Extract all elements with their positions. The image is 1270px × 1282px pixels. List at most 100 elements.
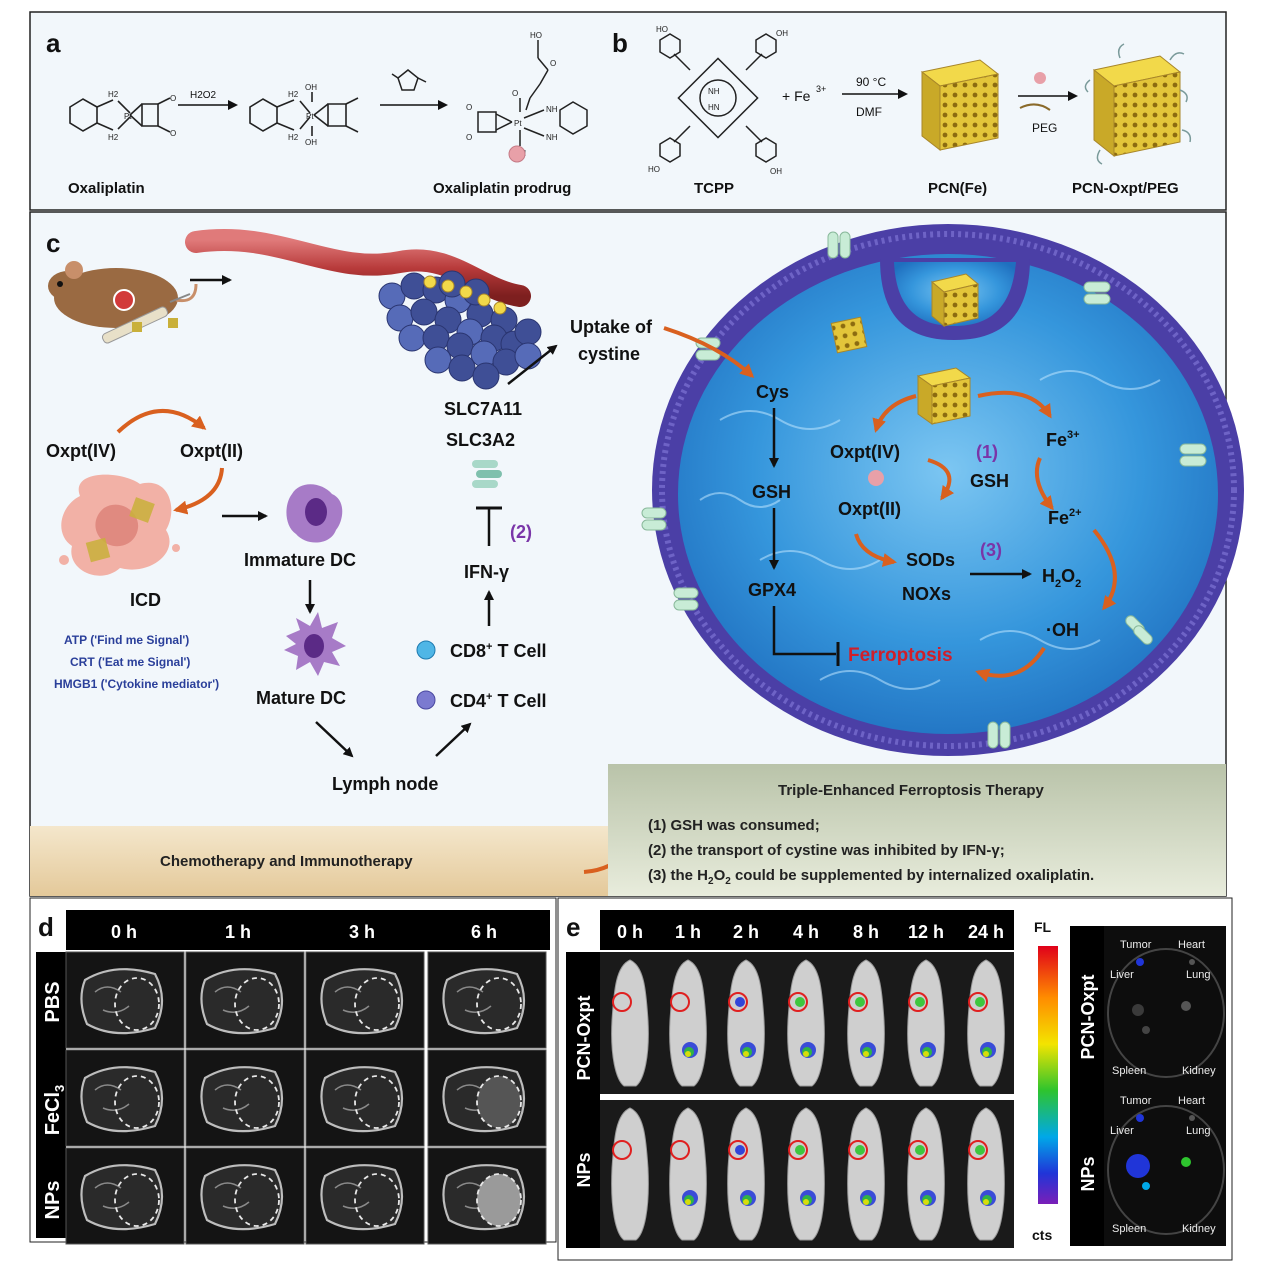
therapy-point-1: (1) GSH was consumed; — [648, 817, 820, 834]
tumor-circle-marker — [612, 992, 632, 1012]
svg-text:NH: NH — [546, 105, 558, 114]
mouse-silhouette — [727, 959, 765, 1087]
tumor-region-outline — [114, 1173, 160, 1227]
panel-e-row-label: PCN-Oxpt — [574, 995, 594, 1080]
oxaliplatin-structure — [69, 97, 171, 133]
reagent-h2o2: H2O2 — [190, 90, 217, 101]
panel-c-letter: c — [46, 228, 60, 258]
chemo-box — [30, 826, 610, 896]
svg-text:H2: H2 — [288, 90, 299, 99]
svg-text:O: O — [512, 89, 518, 98]
panel-e-letter: e — [566, 912, 580, 942]
arrow-cystine-entry — [663, 326, 755, 379]
arrow-fe2-to-oh — [1092, 528, 1117, 611]
tumor-cell-sphere — [472, 362, 500, 390]
tumor-circle-marker — [968, 992, 988, 1012]
panel-e-time-header — [600, 910, 1014, 950]
immature-dc-icon — [286, 484, 343, 543]
panel-d-row-label: NPs — [42, 1181, 64, 1220]
organ-label: Kidney — [1182, 1223, 1216, 1235]
mouse-silhouette — [611, 1107, 649, 1241]
tumor-circle-marker — [908, 992, 928, 1012]
tumor-circle-marker — [670, 1140, 690, 1160]
panel-d-time-label: 6 h — [471, 922, 497, 942]
svg-text:H2: H2 — [288, 133, 299, 142]
mouse-silhouette — [967, 1107, 1005, 1241]
arrow-to-lymph — [315, 721, 354, 758]
label-mature-dc: Mature DC — [256, 688, 346, 708]
svg-text:Pt: Pt — [124, 112, 132, 121]
cell-ferroptosis: Ferroptosis — [848, 645, 953, 666]
panel-e-time-label: 4 h — [793, 922, 819, 942]
label-cd8: CD8+ T Cell — [450, 641, 546, 661]
organ-label: Liver — [1110, 1125, 1134, 1137]
uptake-line-1: Uptake of — [570, 317, 653, 337]
prodrug-sphere-small-icon — [1034, 72, 1046, 84]
arrow-oxpt-to-sods — [854, 533, 897, 567]
arrow-lymph-to-tcell — [435, 722, 472, 757]
cell-sods: SODs — [906, 550, 955, 570]
panel-e-time-label: 8 h — [853, 922, 879, 942]
cond-solvent: DMF — [856, 105, 882, 119]
tumor-region-outline — [114, 977, 160, 1031]
svg-text:HN: HN — [708, 103, 720, 112]
panel-e-time-label: 24 h — [968, 922, 1004, 942]
panel-d-time-header — [66, 910, 550, 950]
prodrug-structure — [477, 40, 588, 146]
label-chemo-immuno: Chemotherapy and Immunotherapy — [160, 853, 413, 870]
cell-step-1: (1) — [976, 442, 998, 462]
panel-d-time-label: 1 h — [225, 922, 251, 942]
np-cube-center — [916, 367, 972, 425]
panel-e-time-label: 2 h — [733, 922, 759, 942]
tumor-cell-sphere — [400, 272, 428, 300]
panel-d-time-label: 3 h — [349, 922, 375, 942]
cell-step-3: (3) — [980, 540, 1002, 560]
svg-text:OH: OH — [770, 167, 782, 176]
label-cd4: CD4+ T Cell — [450, 691, 546, 711]
tumor-circle-marker — [670, 992, 690, 1012]
svg-text:NH: NH — [708, 87, 720, 96]
organ-label: Kidney — [1182, 1065, 1216, 1077]
icd-cell-icon — [59, 474, 180, 576]
panel-d-letter: d — [38, 912, 54, 942]
label-oxpt-iv-left: Oxpt(IV) — [46, 441, 116, 461]
panel-d-row-label: PBS — [42, 981, 64, 1022]
label-icd: ICD — [130, 590, 161, 610]
cell-gsh-left: GSH — [752, 482, 791, 502]
tcpp-structure — [659, 33, 777, 163]
arrow-fe3-fe2 — [1035, 457, 1054, 511]
tumor-circle-marker — [728, 1140, 748, 1160]
panel-a-letter: a — [46, 28, 61, 58]
organ-row-label: PCN-Oxpt — [1078, 974, 1098, 1059]
transporter-icon — [472, 460, 502, 488]
cell-prodrug-sphere-icon — [868, 470, 884, 486]
organ-label: Heart — [1178, 1095, 1205, 1107]
tumor-circle-marker — [728, 992, 748, 1012]
cell-gpx4: GPX4 — [748, 580, 796, 600]
panel-d-mri-grid — [65, 951, 547, 1245]
label-pcn-fe: PCN(Fe) — [928, 180, 987, 197]
organ-label: Heart — [1178, 939, 1205, 951]
inhibit-line-ferroptosis — [772, 606, 836, 656]
therapy-box — [608, 764, 1226, 896]
svg-text:Pt: Pt — [306, 112, 314, 121]
arrow-oxpt-reduction-left — [116, 408, 207, 434]
mouse-silhouette — [727, 1107, 765, 1241]
svg-text:HO: HO — [530, 31, 542, 40]
tumor-region-outline — [354, 1075, 400, 1129]
mouse-silhouette — [787, 1107, 825, 1241]
therapy-point-2: (2) the transport of cystine was inhibit… — [648, 842, 1005, 859]
label-peg: PEG — [1032, 121, 1057, 135]
label-oxpt-ii-left: Oxpt(II) — [180, 441, 243, 461]
mature-dc-icon — [284, 612, 346, 676]
cell-noxs: NOXs — [902, 584, 951, 604]
mouse-silhouette — [967, 959, 1005, 1087]
svg-text:OH: OH — [305, 83, 317, 92]
